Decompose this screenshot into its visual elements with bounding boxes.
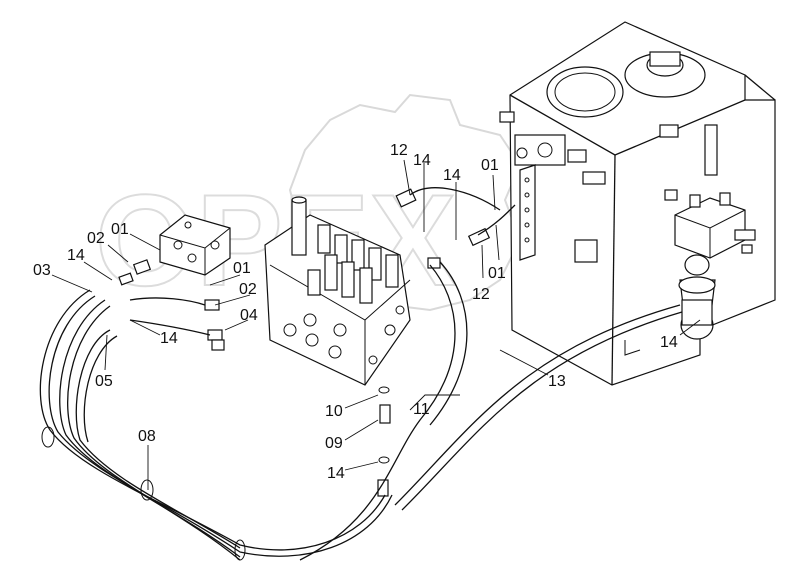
leader-lines xyxy=(51,159,701,490)
callout-12-mid: 12 xyxy=(472,286,490,303)
callout-10: 10 xyxy=(325,403,343,420)
auxiliary-valve-block xyxy=(159,214,231,276)
callout-08: 08 xyxy=(138,428,156,445)
callout-01-left: 01 xyxy=(111,221,129,238)
callout-01-right: 01 xyxy=(488,265,506,282)
callout-14-lower-left: 14 xyxy=(160,330,178,347)
callout-02-mid: 02 xyxy=(239,281,257,298)
hoses xyxy=(39,187,683,561)
callout-03: 03 xyxy=(33,262,51,279)
callout-01-top-right: 01 xyxy=(481,157,499,174)
callout-14-bottom: 14 xyxy=(327,465,345,482)
callout-13: 13 xyxy=(548,373,566,390)
callout-02-left: 02 xyxy=(87,230,105,247)
callout-01-mid: 01 xyxy=(233,260,251,277)
filter-valve-block xyxy=(674,192,756,340)
callout-14-right: 14 xyxy=(660,334,678,351)
callout-14-top-left: 14 xyxy=(413,152,431,169)
callout-labels: 12 14 14 01 01 02 14 03 01 02 04 14 05 1… xyxy=(33,142,678,482)
hydraulic-tank xyxy=(499,21,776,386)
callout-14-top-mid: 14 xyxy=(443,167,461,184)
callout-14-left: 14 xyxy=(67,247,85,264)
callout-05: 05 xyxy=(95,373,113,390)
callout-09: 09 xyxy=(325,435,343,452)
callout-12-top: 12 xyxy=(390,142,408,159)
callout-04: 04 xyxy=(240,307,258,324)
callout-11: 11 xyxy=(413,401,430,418)
main-control-valve xyxy=(264,196,411,386)
fittings xyxy=(118,188,491,497)
